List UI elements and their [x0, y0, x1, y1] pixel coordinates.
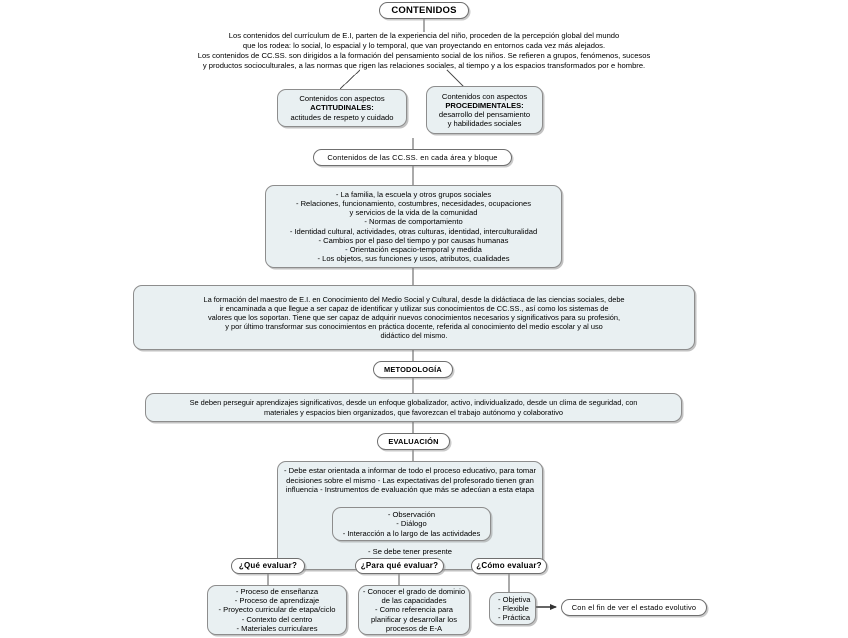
formacion-line-4: y por último transformar sus conocimient…	[225, 322, 603, 332]
como-evaluar-label: ¿Cómo evaluar?	[476, 561, 542, 571]
node-estado-evolutivo[interactable]: Con el fin de ver el estado evolutivo	[561, 599, 707, 616]
procedimentales-line-1: Contenidos con aspectos	[441, 91, 528, 101]
para-que-evaluar-label: ¿Para qué evaluar?	[360, 561, 439, 571]
wire-intro-actitudinales	[339, 69, 361, 90]
actitudinales-line-2: ACTITUDINALES:	[310, 103, 374, 113]
que-item-4: - Contexto del centro	[241, 614, 313, 624]
node-formacion-maestro[interactable]: La formación del maestro de E.I. en Cono…	[133, 285, 695, 350]
metodologia-title-label: METODOLOGÍA	[384, 364, 442, 374]
como-item-2: - Flexible	[498, 603, 529, 613]
formacion-line-1: La formación del maestro de E.I. en Cono…	[203, 294, 625, 304]
evaluacion-line-2: tomar decisiones sobre el mismo	[286, 466, 537, 485]
que-item-2: - Proceso de aprendizaje	[234, 596, 320, 606]
formacion-line-3: valores que los soportan. Tiene que ser …	[207, 312, 621, 322]
formacion-line-2: ir encaminada a que llegue a ser capaz d…	[219, 303, 609, 313]
paraque-item-5: procesos de E-A	[385, 623, 443, 633]
node-que-evaluar[interactable]: ¿Qué evaluar?	[231, 558, 305, 574]
node-lista-contenidos[interactable]: - La familia, la escuela y otros grupos …	[265, 185, 562, 268]
instrumentos-line-2: - Diálogo	[396, 519, 427, 529]
lista-line-1: - La familia, la escuela y otros grupos …	[335, 189, 492, 199]
node-contenidos-ccss[interactable]: Contenidos de las CC.SS. en cada área y …	[313, 149, 512, 166]
contenidos-ccss-label: Contenidos de las CC.SS. en cada área y …	[327, 152, 498, 162]
node-para-que-evaluar-items[interactable]: - Conocer el grado de dominio de las cap…	[358, 585, 470, 635]
node-para-que-evaluar[interactable]: ¿Para qué evaluar?	[355, 558, 444, 574]
evaluacion-line-3: - Las expectativas del profesorado tiene…	[285, 475, 534, 495]
node-contenidos-procedimentales[interactable]: Contenidos con aspectos PROCEDIMENTALES:…	[426, 86, 543, 134]
que-item-1: - Proceso de enseñanza	[235, 586, 319, 596]
procedimentales-line-3: desarrollo del pensamiento	[438, 110, 531, 119]
evaluacion-title-label: EVALUACIÓN	[388, 436, 439, 446]
instrumentos-line-3: - Interacción a lo largo de las activida…	[342, 528, 481, 538]
instrumentos-line-1: - Observación	[387, 509, 436, 519]
node-contenidos-actitudinales[interactable]: Contenidos con aspectos ACTITUDINALES: a…	[277, 89, 407, 127]
intro-line-1: Los contenidos del currículum de E.I, pa…	[228, 31, 620, 40]
lista-line-4: - Normas de comportamiento	[364, 217, 463, 227]
formacion-line-5: didáctico del mismo.	[380, 331, 448, 341]
procedimentales-line-4: y habilidades sociales	[447, 119, 522, 129]
node-como-evaluar-items[interactable]: - Objetiva - Flexible - Práctica	[489, 592, 536, 625]
node-intro-paragraph: Los contenidos del currículum de E.I, pa…	[24, 31, 824, 70]
que-item-5: - Materiales curriculares	[236, 623, 318, 633]
como-item-1: - Objetiva	[498, 594, 531, 604]
paraque-item-4: planificar y desarrollar los	[370, 614, 458, 624]
contenidos-title-label: CONTENIDOS	[391, 4, 457, 16]
procedimentales-line-2: PROCEDIMENTALES:	[445, 100, 524, 110]
node-que-evaluar-items[interactable]: - Proceso de enseñanza - Proceso de apre…	[207, 585, 347, 635]
que-evaluar-label: ¿Qué evaluar?	[238, 561, 298, 571]
intro-line-4: y productos socioculturales, a las norma…	[202, 60, 646, 70]
node-metodologia-title[interactable]: METODOLOGÍA	[373, 361, 453, 378]
node-metodologia-body[interactable]: Se deben perseguir aprendizajes signific…	[145, 393, 682, 422]
paraque-item-1: - Conocer el grado de dominio	[362, 586, 466, 596]
evaluacion-body-lines: - Debe estar orientada a informar de tod…	[278, 462, 542, 495]
evaluacion-body-footer: - Se debe tener presente	[278, 547, 542, 556]
paraque-item-2: de las capacidades	[381, 596, 447, 606]
como-item-3: - Práctica	[498, 613, 531, 623]
lista-line-8: - Los objetos, sus funciones y usos, atr…	[317, 254, 510, 264]
actitudinales-line-3: actitudes de respeto y cuidado	[290, 112, 394, 122]
lista-line-3: y servicios de la vida de la comunidad	[349, 208, 478, 217]
intro-line-2: que los rodea: lo social, lo espacial y …	[242, 40, 606, 50]
lista-line-6: - Cambios por el paso del tiempo y por c…	[318, 235, 509, 245]
paraque-item-3: - Como referencia para	[374, 605, 454, 615]
evaluacion-footer-label: - Se debe tener presente	[367, 547, 452, 556]
lista-line-2: - Relaciones, funcionamiento, costumbres…	[295, 198, 532, 208]
node-instrumentos-evaluacion[interactable]: - Observación - Diálogo - Interacción a …	[332, 507, 491, 541]
node-como-evaluar[interactable]: ¿Cómo evaluar?	[471, 558, 547, 574]
evaluacion-line-4: - Instrumentos de evaluación que más se …	[320, 485, 535, 495]
intro-line-3: Los contenidos de CC.SS. son dirigidos a…	[197, 50, 651, 60]
node-evaluacion-title[interactable]: EVALUACIÓN	[377, 433, 450, 450]
que-item-3: - Proyecto curricular de etapa/ciclo	[218, 605, 336, 615]
lista-line-7: - Orientación espacio-temporal y medida	[345, 245, 482, 254]
node-evaluacion-body[interactable]: - Debe estar orientada a informar de tod…	[277, 461, 543, 570]
node-contenidos-title[interactable]: CONTENIDOS	[379, 2, 469, 19]
metodologia-line-2: materiales y espacios bien organizados, …	[263, 407, 564, 417]
actitudinales-line-1: Contenidos con aspectos	[299, 94, 385, 104]
estado-evolutivo-label: Con el fin de ver el estado evolutivo	[571, 602, 697, 612]
evaluacion-line-1: - Debe estar orientada a informar de tod…	[283, 466, 515, 475]
metodologia-line-1: Se deben perseguir aprendizajes signific…	[189, 398, 638, 408]
lista-line-5: - Identidad cultural, actividades, otras…	[289, 226, 538, 236]
